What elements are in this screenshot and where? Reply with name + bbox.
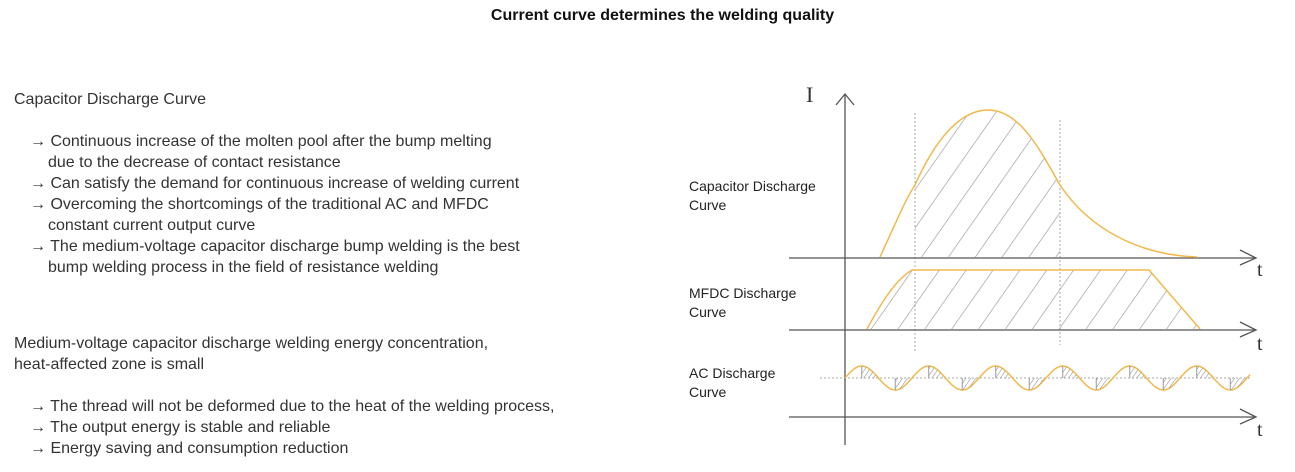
bullet-cont: due to the decrease of contact resistanc…: [48, 154, 341, 171]
ac-label: AC Discharge: [689, 365, 776, 381]
bullet: → Overcoming the shortcomings of the tra…: [30, 196, 489, 213]
bullet: → The output energy is stable and reliab…: [30, 419, 331, 436]
section-heading: heat-affected zone is small: [14, 356, 205, 373]
capacitor-hatch: [915, 110, 1060, 257]
x-axis-label: t: [1257, 259, 1263, 281]
ac-hatch: [1129, 366, 1145, 378]
ac-hatch: [1196, 366, 1212, 378]
ac-hatch: [995, 366, 1011, 378]
x-axis-label: t: [1257, 419, 1263, 441]
y-axis-label: I: [806, 82, 813, 107]
page-title: Current curve determines the welding qua…: [490, 7, 835, 24]
capacitor-label: Curve: [689, 197, 727, 213]
mfdc-label: Curve: [689, 304, 727, 320]
bullet-cont: constant current output curve: [48, 217, 256, 234]
bullet: → The thread will not be deformed due to…: [30, 398, 555, 415]
bullet-cont: bump welding process in the field of res…: [48, 259, 439, 276]
ac-hatch: [1062, 366, 1078, 378]
mfdc-hatch: [867, 270, 1200, 329]
ac-curve: [844, 365, 1251, 391]
y-axis-arrow: [835, 92, 855, 106]
bullet: → Continuous increase of the molten pool…: [30, 133, 492, 150]
section-heading: Capacitor Discharge Curve: [14, 91, 207, 108]
bullet: → Can satisfy the demand for continuous …: [30, 175, 520, 192]
mfdc-curve: [866, 269, 1201, 330]
bullet: → The medium-voltage capacitor discharge…: [30, 238, 520, 255]
ac-hatch: [1163, 378, 1178, 390]
section-heading: Medium-voltage capacitor discharge weldi…: [14, 335, 489, 352]
x-axis-label: t: [1257, 333, 1263, 355]
ac-hatch: [895, 378, 910, 390]
capacitor-curve: [879, 109, 1198, 258]
ac-hatch: [1096, 378, 1111, 390]
capacitor-label: Capacitor Discharge: [689, 178, 816, 194]
mfdc-label: MFDC Discharge: [689, 285, 797, 301]
ac-hatch: [1230, 378, 1245, 390]
ac-hatch: [928, 366, 944, 378]
ac-hatch: [1029, 378, 1044, 390]
ac-hatch: [962, 378, 977, 390]
bullet: → Energy saving and consumption reductio…: [30, 440, 349, 457]
ac-label: Curve: [689, 384, 727, 400]
ac-hatch: [861, 366, 877, 378]
